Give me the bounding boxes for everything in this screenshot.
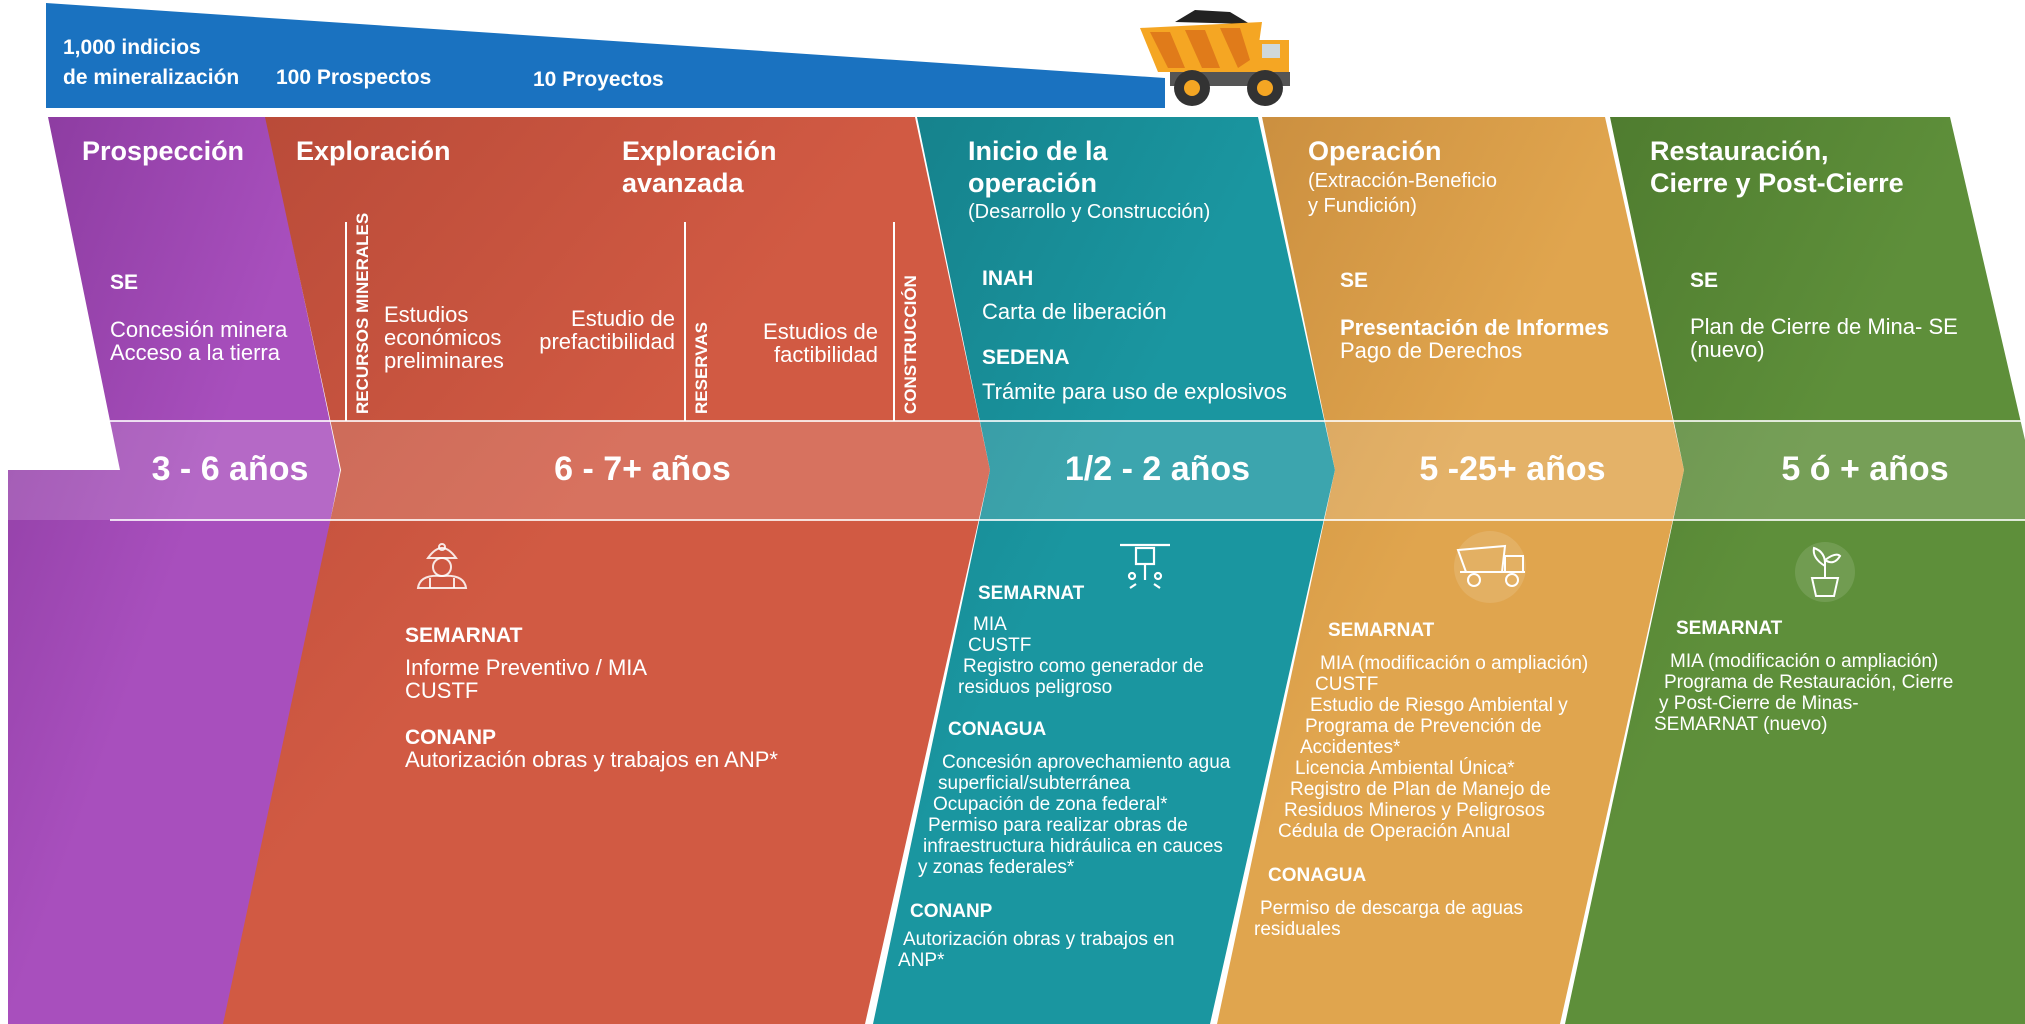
exploracion-lower-agency-1: SEMARNAT: [405, 624, 523, 647]
operacion-item-1: Presentación de Informes: [1340, 315, 1609, 340]
plant-icon: [1795, 542, 1855, 602]
dump-truck-icon: [1454, 531, 1526, 603]
phase-prospeccion-shape: [8, 117, 340, 1024]
banner-indicios-line1: 1,000 indicios: [63, 36, 201, 59]
restauracion-duration: 5 ó + años: [1781, 450, 1949, 488]
phase-inicio-shape: [873, 117, 1335, 1024]
jackhammer-icon: [1120, 543, 1170, 589]
exploracion-lower-item-2: CUSTF: [405, 678, 479, 703]
inicio-lower-item-8: Permiso para realizar obras de: [928, 815, 1188, 836]
estudios-fact-2: factibilidad: [774, 342, 878, 367]
estudio-prefact-2: prefactibilidad: [539, 329, 675, 354]
operacion-lower-agency-1: SEMARNAT: [1328, 620, 1435, 641]
restauracion-item-1: Plan de Cierre de Mina- SE: [1690, 314, 1958, 339]
prospeccion-title: Prospección: [82, 136, 245, 166]
inicio-lower-item-2: CUSTF: [968, 635, 1032, 656]
estudios-fact-1: Estudios de: [763, 319, 878, 344]
operacion-lower-item-2: CUSTF: [1315, 674, 1379, 695]
inicio-lower-item-5: Concesión aprovechamiento agua: [942, 752, 1231, 773]
inicio-lower-item-10: y zonas federales*: [918, 857, 1075, 878]
operacion-subtitle-2: y Fundición): [1308, 195, 1417, 217]
restauracion-title-2: Cierre y Post-Cierre: [1650, 168, 1904, 198]
operacion-agency: SE: [1340, 269, 1369, 292]
inicio-item-2: Trámite para uso de explosivos: [982, 379, 1287, 404]
estudios-prelim-2: económicos: [384, 325, 502, 350]
inicio-agency-1: INAH: [982, 267, 1034, 290]
construccion-label: CONSTRUCCIÓN: [901, 275, 920, 414]
operacion-lower-item-8: Residuos Mineros y Peligrosos: [1284, 800, 1545, 821]
estudio-prefact-1: Estudio de: [571, 306, 675, 331]
inicio-lower-item-6: superficial/subterránea: [938, 773, 1131, 794]
operacion-lower-item-3: Estudio de Riesgo Ambiental y: [1310, 695, 1568, 716]
restauracion-agency: SE: [1690, 269, 1719, 292]
operacion-lower-item-5: Accidentes*: [1300, 737, 1401, 758]
restauracion-lower-agency-1: SEMARNAT: [1676, 618, 1783, 639]
haul-truck-icon: [1140, 10, 1290, 106]
restauracion-lower-item-1: MIA (modificación o ampliación): [1670, 651, 1939, 672]
inicio-lower-item-12: ANP*: [898, 950, 945, 971]
operacion-item-2: Pago de Derechos: [1340, 338, 1523, 363]
funnel-banner: [46, 3, 1165, 108]
inicio-lower-item-4: residuos peligroso: [958, 677, 1113, 698]
prospeccion-duration: 3 - 6 años: [151, 450, 309, 488]
inicio-lower-agency-1: SEMARNAT: [978, 583, 1085, 604]
inicio-lower-item-9: infraestructura hidráulica en cauces: [923, 836, 1223, 857]
inicio-subtitle: (Desarrollo y Construcción): [968, 201, 1211, 223]
operacion-lower-item-6: Licencia Ambiental Única*: [1295, 758, 1515, 779]
operacion-duration: 5 -25+ años: [1419, 450, 1606, 488]
inicio-lower-item-1: MIA: [973, 614, 1007, 635]
restauracion-item-2: (nuevo): [1690, 337, 1765, 362]
restauracion-lower-item-2: Programa de Restauración, Cierre: [1664, 672, 1954, 693]
banner-proyectos: 10 Proyectos: [533, 68, 664, 91]
inicio-lower-agency-2: CONAGUA: [948, 719, 1047, 740]
restauracion-lower-item-4: SEMARNAT (nuevo): [1654, 714, 1828, 735]
miner-icon: [416, 543, 468, 589]
exploracion-lower-item-3: Autorización obras y trabajos en ANP*: [405, 747, 778, 772]
phase-restauracion-shape: [1565, 117, 2025, 1024]
estudios-prelim-3: preliminares: [384, 348, 504, 373]
inicio-title-1: Inicio de la: [968, 136, 1108, 166]
exploracion-avanzada-title-2: avanzada: [622, 168, 744, 198]
inicio-item-1: Carta de liberación: [982, 299, 1167, 324]
inicio-lower-item-3: Registro como generador de: [963, 656, 1204, 677]
prospeccion-item-1: Concesión minera: [110, 317, 288, 342]
operacion-lower-item-9: Cédula de Operación Anual: [1278, 821, 1511, 842]
prospeccion-item-2: Acceso a la tierra: [110, 340, 280, 365]
phase-operacion-shape: [1217, 117, 1684, 1024]
reservas-label: RESERVAS: [692, 322, 711, 414]
inicio-lower-item-7: Ocupación de zona federal*: [933, 794, 1168, 815]
inicio-duration: 1/2 - 2 años: [1064, 450, 1251, 488]
operacion-lower-item-7: Registro de Plan de Manejo de: [1290, 779, 1551, 800]
operacion-subtitle-1: (Extracción-Beneficio: [1308, 170, 1497, 192]
duration-band: [0, 421, 2025, 520]
restauracion-lower-item-3: y Post-Cierre de Minas-: [1659, 693, 1859, 714]
operacion-lower-item-10: Permiso de descarga de aguas: [1260, 898, 1523, 919]
recursos-minerales-label: RECURSOS MINERALES: [353, 212, 372, 414]
operacion-lower-item-1: MIA (modificación o ampliación): [1320, 653, 1589, 674]
exploracion-title: Exploración: [296, 136, 451, 166]
inicio-lower-item-11: Autorización obras y trabajos en: [903, 929, 1175, 950]
operacion-title: Operación: [1308, 136, 1442, 166]
exploracion-avanzada-title-1: Exploración: [622, 136, 777, 166]
restauracion-title-1: Restauración,: [1650, 136, 1829, 166]
exploracion-duration: 6 - 7+ años: [554, 450, 731, 488]
operacion-lower-item-11: residuales: [1254, 919, 1341, 940]
banner-indicios-line2: de mineralización: [63, 66, 240, 89]
estudios-prelim-1: Estudios: [384, 302, 469, 327]
banner-prospectos: 100 Prospectos: [276, 66, 432, 89]
inicio-agency-2: SEDENA: [982, 346, 1070, 369]
operacion-lower-agency-2: CONAGUA: [1268, 865, 1367, 886]
exploracion-lower-agency-2: CONANP: [405, 726, 497, 749]
phase-exploracion-shape: [223, 117, 990, 1024]
exploracion-lower-item-1: Informe Preventivo / MIA: [405, 655, 648, 680]
inicio-lower-agency-3: CONANP: [910, 901, 993, 922]
inicio-title-2: operación: [968, 168, 1098, 198]
prospeccion-agency: SE: [110, 271, 139, 294]
operacion-lower-item-4: Programa de Prevención de: [1305, 716, 1542, 737]
